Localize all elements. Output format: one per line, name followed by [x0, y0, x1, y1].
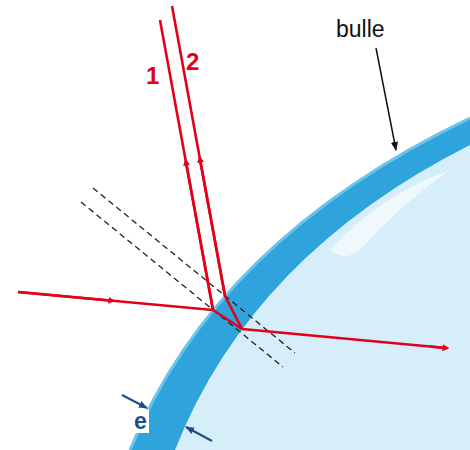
transmitted-ray: [213, 310, 446, 348]
reflected-ray-1: [160, 20, 213, 310]
soap-film: [130, 118, 470, 450]
ray-number: 2: [186, 50, 199, 74]
film-outer-rim: [130, 118, 470, 450]
dimension-arrow: [122, 395, 147, 408]
ray-number: 1: [146, 64, 159, 88]
incident-ray-arrow: [18, 292, 112, 301]
ray-2-arrow: [200, 159, 225, 296]
leader-line: [376, 48, 396, 150]
transmitted-ray-arrow: [430, 347, 446, 349]
ray-1-arrow: [186, 162, 213, 310]
dimension-label: e: [132, 410, 149, 433]
dashed-line: [81, 202, 283, 367]
light-rays: [18, 6, 446, 348]
bubble-interior: [175, 145, 470, 450]
incident-ray: [18, 292, 213, 310]
reflected-ray-2: [172, 6, 242, 329]
part-label: bulle: [336, 18, 385, 41]
dimension-arrow: [186, 427, 212, 441]
